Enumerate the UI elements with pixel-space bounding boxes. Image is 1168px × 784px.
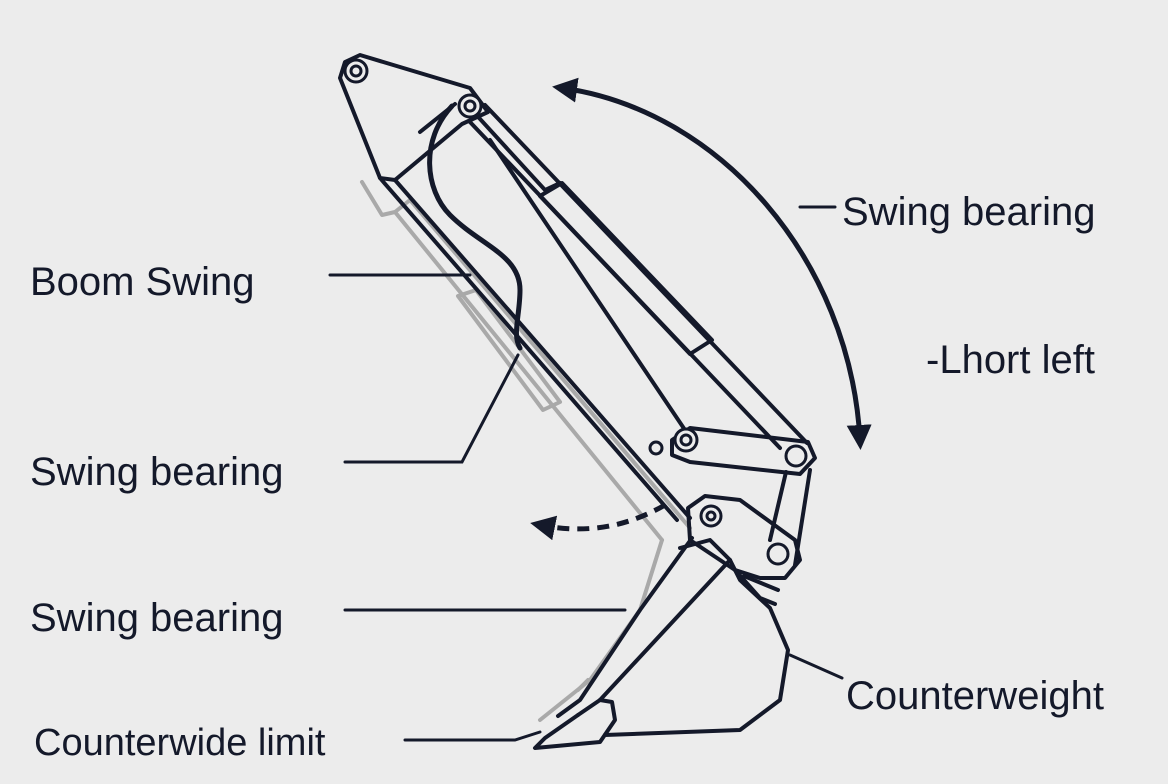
label-counterwide-limit: Counterwide limit (34, 722, 326, 764)
leader-lines (328, 205, 844, 742)
pin-icon (784, 444, 808, 468)
bucket (533, 536, 790, 750)
label-short-left: -Lhort left (926, 338, 1095, 382)
label-swing-bearing-right: Swing bearing (842, 190, 1096, 234)
swing-arc-arrow-large (552, 77, 872, 450)
hydraulic-hose (427, 103, 523, 351)
leader-counterwide-limit (403, 730, 542, 742)
pin-icon (648, 440, 664, 456)
label-boom-swing: Boom Swing (30, 260, 255, 304)
hydraulic-cylinder (468, 103, 809, 450)
label-swing-bearing-left-upper: Swing bearing (30, 450, 284, 494)
boom (338, 53, 692, 522)
swing-arc-arrow-small-dashed (530, 502, 667, 541)
pin-icon (766, 542, 790, 566)
pivot-pins (343, 58, 808, 566)
label-swing-bearing-left-lower: Swing bearing (30, 596, 284, 640)
leader-counterweight (788, 653, 844, 680)
leader-swing-bearing-left-upper (343, 353, 520, 464)
label-counterweight: Counterweight (846, 674, 1104, 718)
